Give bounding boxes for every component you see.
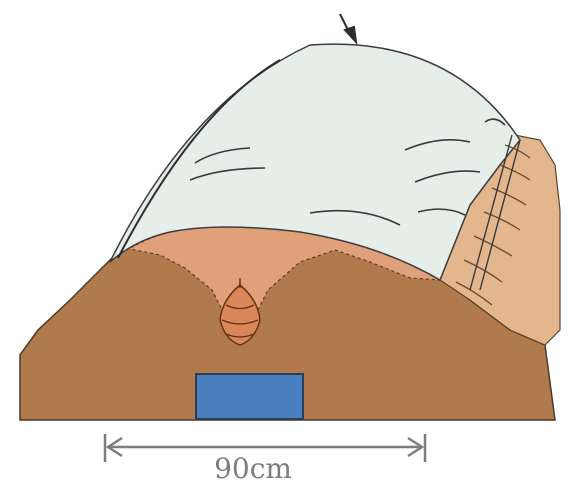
- top-arrow-icon: [340, 14, 356, 42]
- blue-box: [196, 374, 303, 419]
- dimension-label: 90cm: [208, 452, 298, 485]
